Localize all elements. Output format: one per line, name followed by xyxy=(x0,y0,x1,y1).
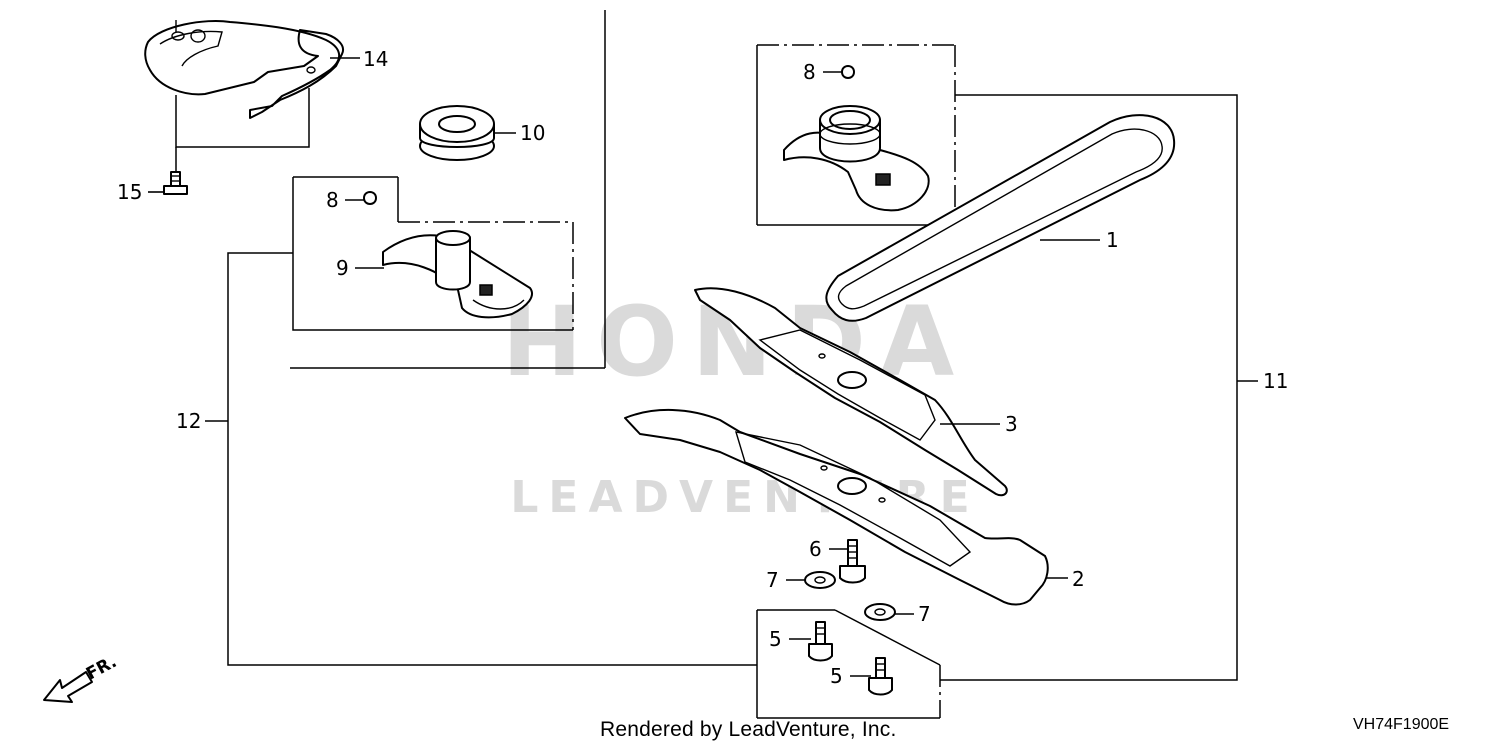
callout-15: 15 xyxy=(117,180,142,204)
front-direction-arrow-icon: FR. xyxy=(43,652,120,703)
bolt-15 xyxy=(148,171,188,195)
blade-2 xyxy=(624,409,1068,606)
belt-1 xyxy=(825,114,1176,322)
callout-2: 2 xyxy=(1072,567,1085,591)
bolt-5-lower xyxy=(850,657,893,696)
diagram-code: VH74F1900E xyxy=(1353,716,1450,733)
callout-14: 14 xyxy=(363,47,388,71)
frame-lines xyxy=(175,10,1258,719)
bolt-6 xyxy=(829,539,866,584)
grommet-10 xyxy=(419,105,516,161)
render-credit: Rendered by LeadVenture, Inc. xyxy=(600,718,897,741)
callout-5-lower: 5 xyxy=(830,664,843,688)
callout-labels: 1 2 3 5 5 6 7 7 8 8 9 10 11 12 14 15 xyxy=(117,47,1288,688)
callout-1: 1 xyxy=(1106,228,1119,252)
callout-7-left: 7 xyxy=(766,568,779,592)
key-8-left xyxy=(345,191,377,205)
callout-6: 6 xyxy=(809,537,822,561)
key-8-right xyxy=(823,65,855,79)
callout-10: 10 xyxy=(520,121,545,145)
callout-8-right: 8 xyxy=(803,60,816,84)
callout-5-upper: 5 xyxy=(769,627,782,651)
callout-9: 9 xyxy=(336,256,349,280)
washer-7-right xyxy=(864,603,914,621)
callout-8-left: 8 xyxy=(326,188,339,212)
bolt-5-upper xyxy=(789,621,833,662)
blade-3 xyxy=(694,287,1008,497)
washer-7-left xyxy=(786,571,836,589)
callout-3: 3 xyxy=(1005,412,1018,436)
callout-11: 11 xyxy=(1263,369,1288,393)
blade-adapter-9 xyxy=(355,230,533,319)
blade-guard-14 xyxy=(144,20,360,119)
callout-12: 12 xyxy=(176,409,201,433)
callout-7-right: 7 xyxy=(918,602,931,626)
pulley-adapter xyxy=(783,105,930,212)
